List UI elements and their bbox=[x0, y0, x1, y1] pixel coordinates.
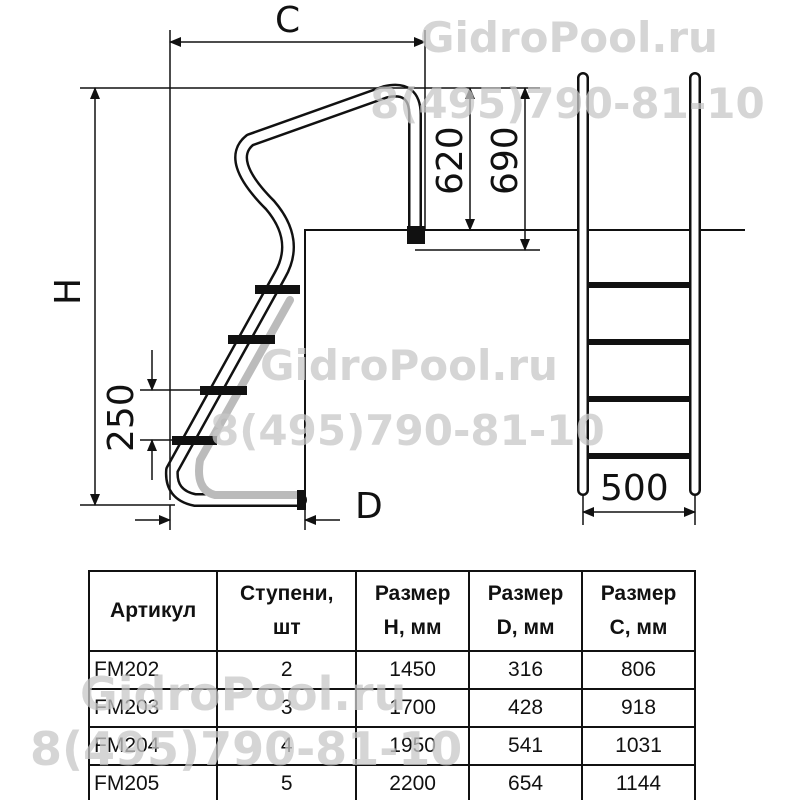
dim-620-label: 620 bbox=[430, 126, 471, 195]
cell: 316 bbox=[468, 650, 584, 690]
cell: FM203 bbox=[87, 688, 219, 728]
header-text: Размер bbox=[600, 582, 677, 605]
cell: 428 bbox=[468, 688, 584, 728]
cell: 1144 bbox=[581, 764, 696, 800]
specs-table: Артикул Ступени, шт Размер H, мм Размер D, … bbox=[87, 570, 696, 800]
col-header: Размер D, мм bbox=[468, 570, 584, 652]
dimension-labels: C H 250 D 620 690 500 bbox=[48, 0, 669, 527]
col-header: Артикул bbox=[87, 570, 219, 652]
cell: 918 bbox=[581, 688, 696, 728]
watermark-site: GidroPool.ru bbox=[260, 341, 558, 390]
header-text: шт bbox=[272, 616, 301, 639]
side-handrail bbox=[164, 83, 425, 510]
col-header: Размер C, мм bbox=[581, 570, 696, 652]
dim-250-label: 250 bbox=[101, 383, 142, 452]
header-text: C, мм bbox=[609, 616, 668, 639]
watermarks: GidroPool.ru 8(495)790-81-10 GidroPool.r… bbox=[210, 13, 765, 455]
watermark-phone: 8(495)790-81-10 bbox=[210, 406, 605, 455]
cell: 3 bbox=[216, 688, 358, 728]
cell: 806 bbox=[581, 650, 696, 690]
side-steps bbox=[172, 285, 300, 445]
watermark-phone: 8(495)790-81-10 bbox=[370, 79, 765, 128]
pool-edge bbox=[304, 229, 745, 510]
cell: 1450 bbox=[355, 650, 471, 690]
cell: 1031 bbox=[581, 726, 696, 766]
cell: 654 bbox=[468, 764, 584, 800]
technical-drawing: C H 250 D 620 690 500 GidroPool.ru 8(495… bbox=[48, 0, 765, 530]
cell: 4 bbox=[216, 726, 358, 766]
watermark-site: GidroPool.ru bbox=[420, 13, 718, 62]
header-text: Размер bbox=[487, 582, 564, 605]
header-text: Ступени, bbox=[239, 582, 334, 605]
cell: FM205 bbox=[87, 764, 219, 800]
dim-d-label: D bbox=[355, 486, 383, 527]
cell: FM204 bbox=[87, 726, 219, 766]
dim-690-label: 690 bbox=[485, 126, 526, 195]
header-text: D, мм bbox=[496, 616, 555, 639]
col-header: Размер H, мм bbox=[355, 570, 471, 652]
cell: 2 bbox=[216, 650, 358, 690]
dim-h-label: H bbox=[48, 278, 89, 305]
header-text: Артикул bbox=[110, 599, 197, 622]
cell: 2200 bbox=[355, 764, 471, 800]
col-header: Ступени, шт bbox=[216, 570, 358, 652]
cell: 541 bbox=[468, 726, 584, 766]
cell: FM202 bbox=[87, 650, 219, 690]
front-view-ladder bbox=[577, 72, 701, 496]
cell: 5 bbox=[216, 764, 358, 800]
cell: 1700 bbox=[355, 688, 471, 728]
dim-500-label: 500 bbox=[600, 468, 669, 509]
dim-c-label: C bbox=[275, 0, 300, 41]
header-text: H, мм bbox=[383, 616, 442, 639]
dimension-lines bbox=[80, 30, 696, 530]
header-text: Размер bbox=[374, 582, 451, 605]
cell: 1950 bbox=[355, 726, 471, 766]
table-header-row: Артикул Ступени, шт Размер H, мм Размер D, … bbox=[87, 570, 696, 652]
